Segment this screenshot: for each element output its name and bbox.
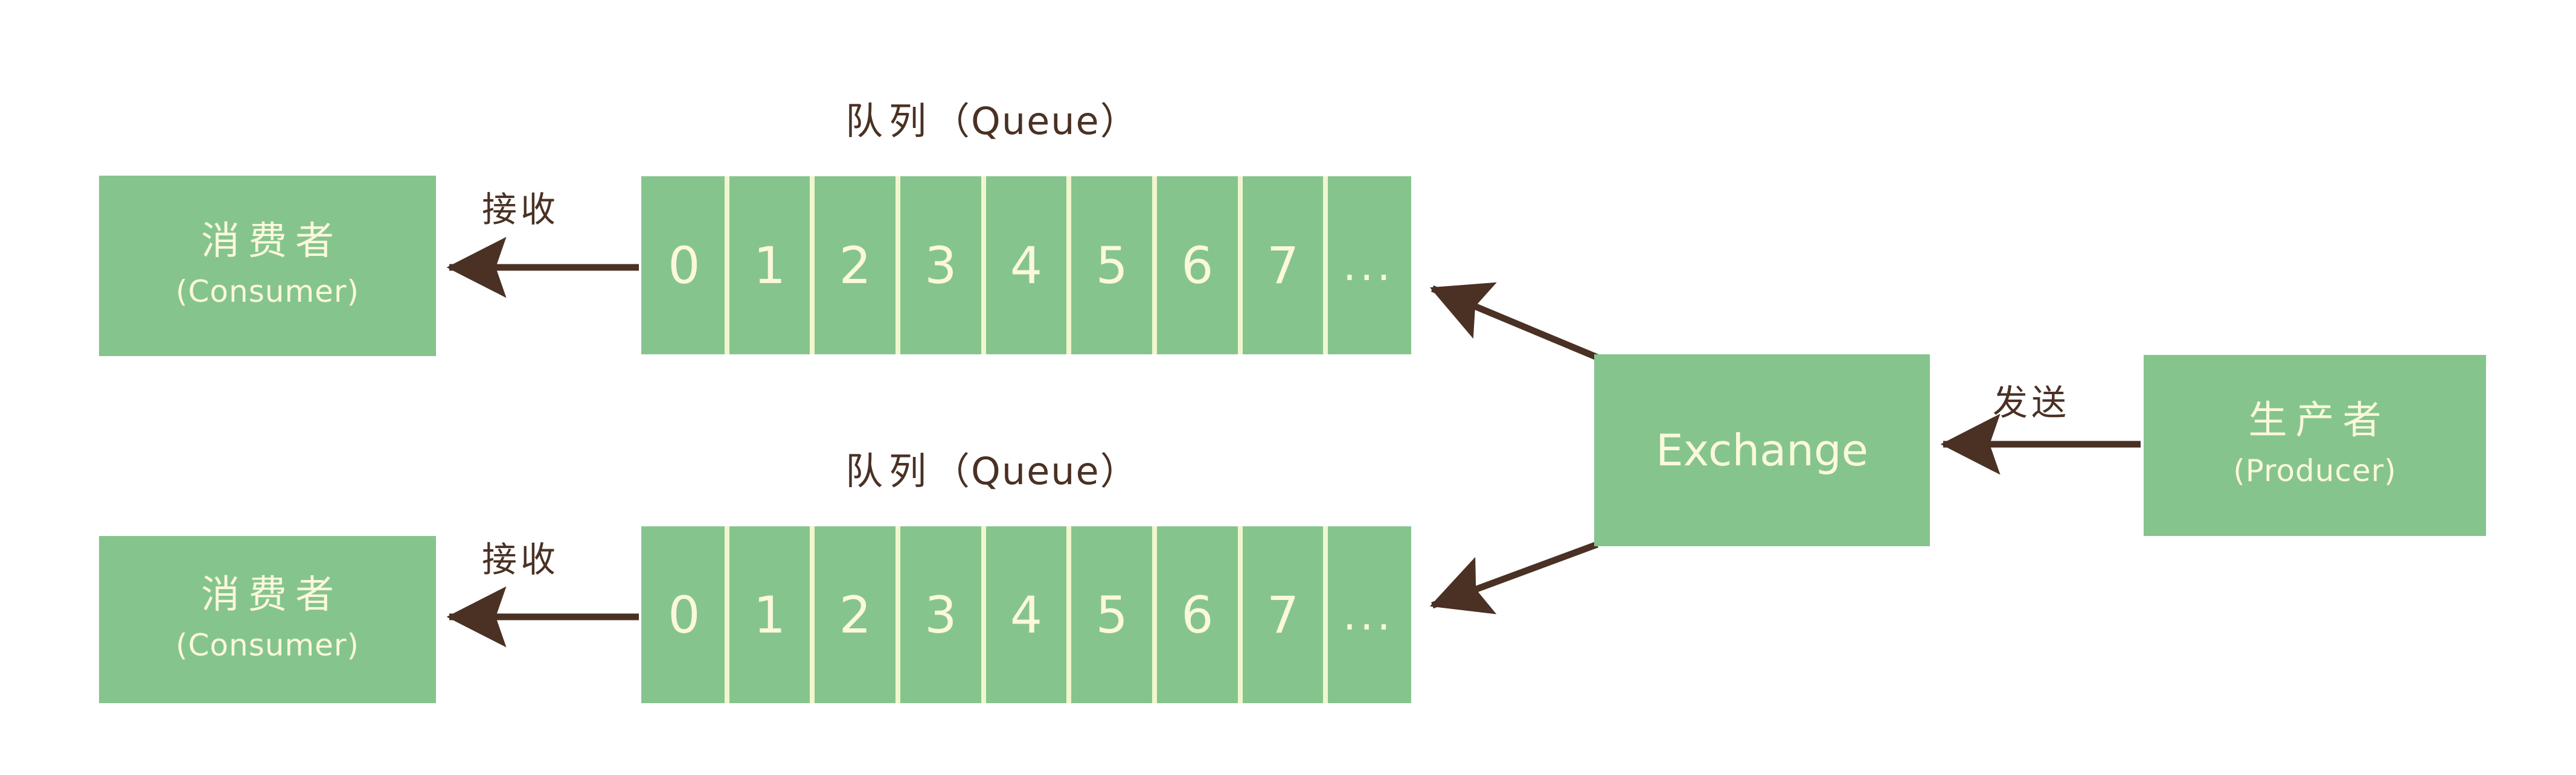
queue-cell-ellipsis: ... — [1323, 176, 1411, 354]
arrow-label-receive-bottom: 接收 — [482, 539, 560, 580]
queue-cell[interactable]: 0 — [668, 235, 700, 295]
queue-cell[interactable]: 1 — [724, 176, 813, 354]
queue-cell[interactable]: 4 — [981, 176, 1069, 354]
queue-title-top: 队列（Queue） — [845, 91, 1139, 145]
queue-cell[interactable]: 6 — [1152, 526, 1240, 703]
consumer-box-bottom[interactable]: 消费者 (Consumer) — [99, 536, 436, 703]
queue-cell[interactable]: 7 — [1237, 526, 1326, 703]
queue-cell[interactable]: 5 — [1066, 176, 1155, 354]
queue-strip-bottom[interactable]: 0 1 2 3 4 5 6 7 ... — [641, 526, 1411, 703]
queue-cell[interactable]: 3 — [896, 526, 984, 703]
queue-cell[interactable]: 4 — [981, 526, 1069, 703]
queue-cell[interactable]: 6 — [1152, 176, 1240, 354]
consumer-bottom-label-en: (Consumer) — [176, 627, 359, 663]
queue-title-bottom: 队列（Queue） — [845, 441, 1139, 495]
queue-cell-ellipsis: ... — [1323, 526, 1411, 703]
arrow-exchange-to-queue-top — [1429, 282, 1599, 361]
queue-cell[interactable]: 7 — [1237, 176, 1326, 354]
queue-title-bottom-en: （Queue） — [932, 449, 1139, 493]
queue-cell[interactable]: 1 — [724, 526, 813, 703]
queue-strip-top[interactable]: 0 1 2 3 4 5 6 7 ... — [641, 176, 1411, 354]
queue-cell[interactable]: 2 — [810, 526, 898, 703]
arrow-label-receive-top: 接收 — [482, 189, 560, 230]
exchange-label: Exchange — [1656, 425, 1868, 476]
consumer-bottom-label-cn: 消费者 — [201, 572, 342, 617]
queue-cell[interactable]: 0 — [668, 585, 700, 645]
arrow-exchange-to-queue-bottom — [1429, 541, 1598, 614]
queue-cell[interactable]: 3 — [896, 176, 984, 354]
consumer-top-label-en: (Consumer) — [176, 273, 359, 309]
arrow-label-send: 发送 — [1993, 382, 2071, 423]
queue-cell[interactable]: 2 — [810, 176, 898, 354]
queue-title-bottom-cn: 队列 — [845, 449, 933, 493]
exchange-box[interactable]: Exchange — [1594, 354, 1930, 546]
queue-title-top-en: （Queue） — [932, 99, 1139, 143]
queue-cell[interactable]: 5 — [1066, 526, 1155, 703]
producer-label-cn: 生产者 — [2248, 398, 2390, 444]
producer-box[interactable]: 生产者 (Producer) — [2144, 355, 2486, 536]
producer-label-en: (Producer) — [2233, 453, 2397, 489]
queue-title-top-cn: 队列 — [845, 99, 933, 143]
consumer-top-label-cn: 消费者 — [201, 218, 342, 264]
consumer-box-top[interactable]: 消费者 (Consumer) — [99, 176, 436, 356]
